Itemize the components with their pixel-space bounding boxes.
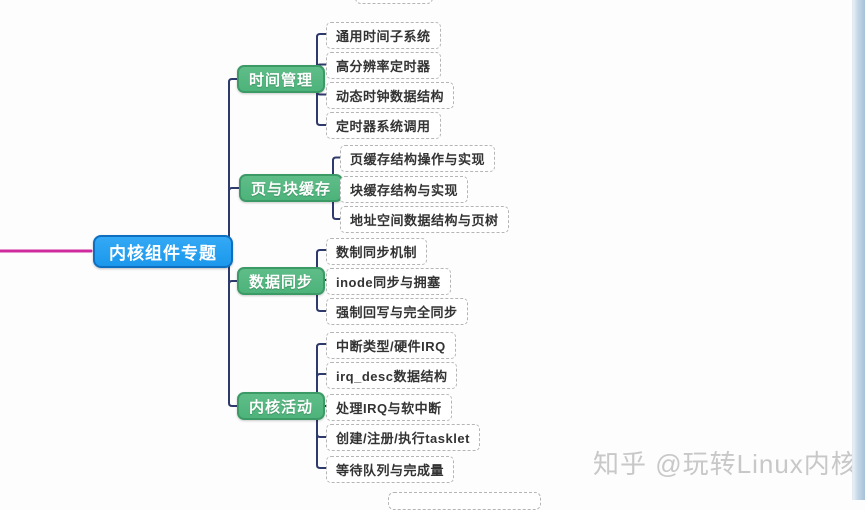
leaf-interrupt-types-hw-irq[interactable]: 中断类型/硬件IRQ: [326, 332, 456, 359]
zhihu-watermark: 知乎 @玩转Linux内核: [593, 449, 858, 479]
branch-time-management[interactable]: 时间管理: [237, 65, 326, 93]
branch-data-sync[interactable]: 数据同步: [237, 267, 326, 295]
leaf-address-space-radix-tree[interactable]: 地址空间数据结构与页树: [340, 206, 509, 233]
leaf-hires-timer[interactable]: 高分辨率定时器: [326, 52, 441, 79]
leaf-inode-sync-congestion[interactable]: inode同步与拥塞: [326, 268, 451, 295]
branch-page-block-cache[interactable]: 页与块缓存: [239, 174, 344, 202]
leaf-generic-time-subsystem[interactable]: 通用时间子系统: [326, 22, 441, 49]
leaf-handle-irq-softirq[interactable]: 处理IRQ与软中断: [326, 394, 452, 421]
leaf-forced-writeback-full-sync[interactable]: 强制回写与完全同步: [326, 298, 468, 325]
leaf-block-cache-impl[interactable]: 块缓存结构与实现: [340, 176, 469, 203]
clipped-node-bottom: [388, 492, 541, 510]
leaf-sync-mechanism[interactable]: 数制同步机制: [326, 238, 428, 265]
leaf-dynamic-tick-structs[interactable]: 动态时钟数据结构: [326, 82, 455, 109]
leaf-wait-queues-completions[interactable]: 等待队列与完成量: [326, 456, 455, 483]
branch-kernel-activity[interactable]: 内核活动: [237, 392, 326, 420]
scrollbar-track[interactable]: [852, 0, 865, 500]
leaf-tasklet-lifecycle[interactable]: 创建/注册/执行tasklet: [326, 424, 480, 451]
clipped-node-top: [355, 0, 433, 4]
leaf-timer-syscalls[interactable]: 定时器系统调用: [326, 112, 441, 139]
leaf-page-cache-ops[interactable]: 页缓存结构操作与实现: [340, 145, 496, 172]
leaf-irq-desc-struct[interactable]: irq_desc数据结构: [326, 362, 458, 389]
root-node-kernel-components[interactable]: 内核组件专题: [93, 235, 233, 268]
